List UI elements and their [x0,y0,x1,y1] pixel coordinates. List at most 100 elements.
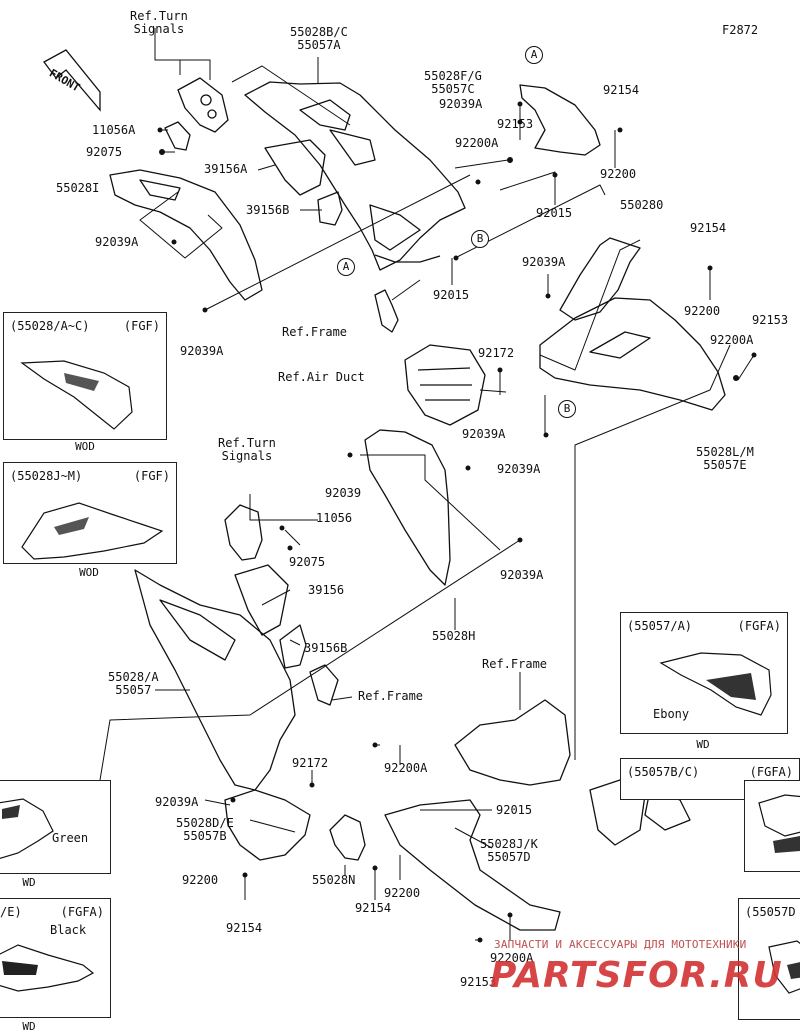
inset-title: /E) [0,905,22,919]
cowl-550280 [559,237,641,321]
part-92200a-3: 92200A [384,761,428,775]
part-92039a-8: 92039A [500,568,544,582]
inset-title: (55028J~M) [10,469,83,483]
part-11056a: 11056A [92,123,136,137]
part-92154-1: 92154 [603,83,640,97]
part-92039a-3: 92039A [522,255,566,269]
inset-part-sketch [21,502,164,560]
part-39156b-2: 39156B [304,641,348,655]
circle-tag-b-2: B [558,400,576,418]
inset-part-sketch [758,794,800,853]
part-92075-1: 92075 [86,145,123,159]
inset-box-fgfa-1: (55057/A) (FGFA) Ebony [620,612,788,734]
part-11056: 11056 [316,511,353,525]
inset-box-green: Green [0,780,111,874]
inset-title: (55028/A~C) [10,319,90,333]
inset-box-black: /E) (FGFA) Black [0,898,111,1018]
inset-title: (55057D [745,905,796,919]
circle-tag-b-1: B [471,230,489,248]
inset-box-fgf-1: (55028/A~C) (FGF) [3,312,167,440]
part-92039a-1: 92039A [439,97,483,111]
bracket-39156b [317,191,343,226]
part-92039a-2: 92039A [95,235,139,249]
bracket-39156 [234,564,289,636]
part-92200a-4: 92200A [490,951,534,965]
figure-code: F2872 [722,23,759,37]
part-55028i: 55028I [56,181,100,195]
inset-part-sketch [768,940,800,994]
watermark-text: ЗАПЧАСТИ И АКСЕССУАРЫ ДЛЯ МОТОТЕХНИКИ [494,938,747,951]
part-92200-2: 92200 [684,304,721,318]
part-92015-3: 92015 [496,803,533,817]
inset-caption-fgfa-1: WD [696,738,710,751]
part-92154-3: 92154 [226,921,263,935]
inset-caption-green: WD [22,876,36,889]
turn-signal-mid [224,504,263,561]
inset-box-partial-d: (55057D [738,898,800,1020]
part-55028de: 55028D/E 55057B [176,816,234,843]
inset-color-label: Black [50,923,87,937]
circle-tag-a-2: A [337,258,355,276]
inset-title: (55057/A) [627,619,693,633]
part-92039a-4: 92039A [180,344,224,358]
part-92015-2: 92015 [433,288,470,302]
inset-color-label: Ebony [653,707,690,721]
part-92172-1: 92172 [478,346,515,360]
inset-part-sketch [0,798,54,860]
cowl-55028lm [539,297,726,411]
cowl-55028n [329,814,366,861]
part-92039a-7: 92039A [497,462,541,476]
inset-part-sketch [20,360,133,430]
part-39156: 39156 [308,583,345,597]
part-92153-2: 92153 [752,313,789,327]
inset-caption-fgf-2: WOD [79,566,99,579]
front-arrow-icon [43,49,101,112]
ref-frame-3: Ref.Frame [482,657,548,671]
part-92039a-5: 92039A [462,427,506,441]
part-92154-4: 92154 [355,901,392,915]
bracket-39156a [264,139,326,196]
ref-frame-lower [454,699,571,786]
inset-caption-black: WD [22,1020,36,1033]
part-92154-2: 92154 [690,221,727,235]
part-55028lm: 55028L/M 55057E [696,445,754,472]
upper-cowl-part [244,81,466,271]
inset-title: (55057B/C) [627,765,700,779]
part-92015-1: 92015 [536,206,573,220]
inset-box-right-partial [744,780,800,872]
ref-air-duct: Ref.Air Duct [278,370,365,384]
circle-tag-a-1: A [525,46,543,64]
part-55028a: 55028/A 55057 [108,670,159,697]
part-92153-1: 92153 [497,117,534,131]
part-55028fg: 55028F/G 55057C [424,69,482,96]
cowl-55028h [364,429,451,586]
turn-signal-top [177,77,229,133]
ref-frame-2: Ref.Frame [358,689,424,703]
part-92075-2: 92075 [289,555,326,569]
inset-part-sketch [659,652,772,716]
cowl-55028a [134,569,296,791]
part-92200-4: 92200 [384,886,421,900]
part-55028h: 55028H [432,629,476,643]
inset-caption-fgf-1: WOD [75,440,95,453]
ref-turn-signals-top: Ref.Turn Signals [130,9,188,36]
part-92200a-2: 92200A [710,333,754,347]
part-92153-3: 92153 [460,975,497,989]
side-cowl-55028i [109,169,263,301]
cowl-55028de [224,789,311,861]
cowl-55028jk [384,799,561,931]
part-92172-2: 92172 [292,756,329,770]
inset-tag: (FGFA) [737,619,781,633]
watermark-logo: PARTSFOR.RU [490,955,783,996]
inset-box-fgf-2: (55028J~M) (FGF) [3,462,177,564]
ref-frame-1: Ref.Frame [282,325,348,339]
inset-color-label: Green [52,831,89,845]
part-39156a: 39156A [204,162,248,176]
part-92200-3: 92200 [182,873,219,887]
ref-turn-signals-mid: Ref.Turn Signals [218,436,276,463]
air-duct [404,344,486,426]
inset-tag: (FGF) [123,319,160,333]
part-92200a-1: 92200A [455,136,499,150]
